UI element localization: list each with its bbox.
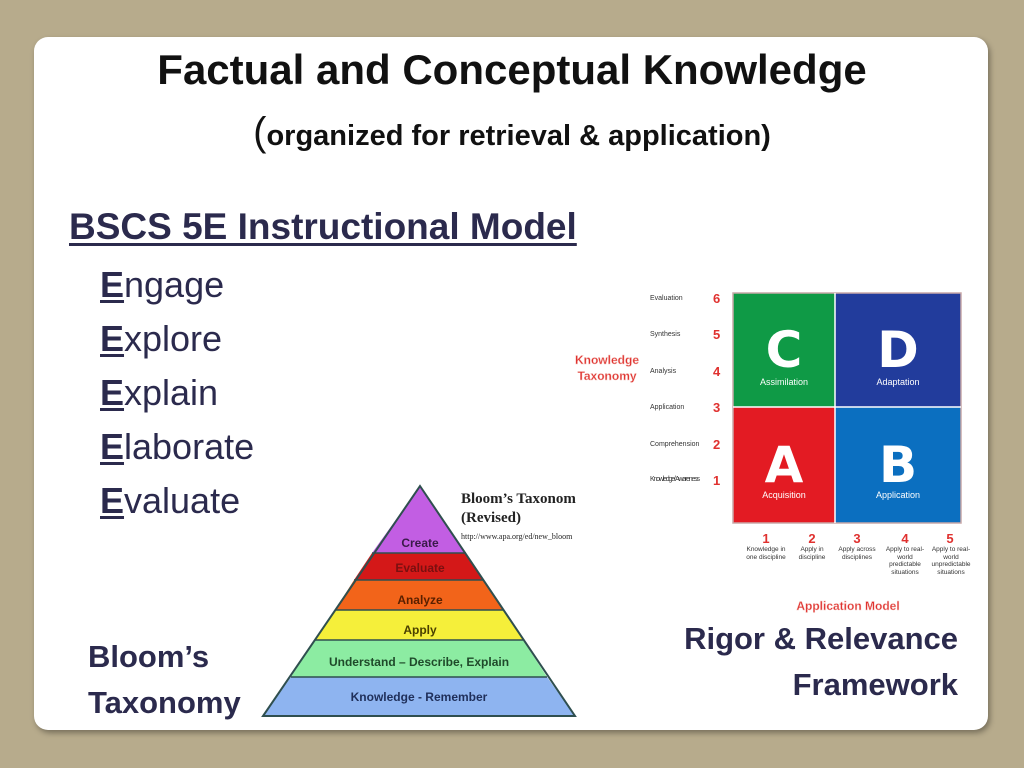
- y-level-name: Comprehension: [650, 441, 700, 448]
- phase-evaluate: Evaluate: [100, 480, 240, 522]
- pyramid-label-apply: Apply: [403, 623, 437, 637]
- bloom-label: Bloom’s Taxonomy: [88, 634, 241, 726]
- pyramid-level-create: [372, 486, 466, 553]
- quadrant-d-letter: D: [877, 321, 919, 379]
- bloom-label-line2: Taxonomy: [88, 685, 241, 720]
- pyramid-level-analyze: [335, 580, 503, 610]
- knowledge-taxonomy-label-line2: Taxonomy: [577, 369, 636, 383]
- pyramid-level-knowledge: [263, 677, 575, 716]
- subtitle-open-paren: (: [253, 110, 267, 154]
- quadrant-a-letter: A: [765, 436, 804, 494]
- pyramid-label-understand: Understand – Describe, Explain: [329, 655, 509, 669]
- pyramid-label-evaluate: Evaluate: [395, 561, 445, 575]
- quadrant-d-name: Adaptation: [876, 377, 919, 387]
- pyramid-level-evaluate: [354, 553, 484, 580]
- phase-rest: laborate: [124, 426, 255, 467]
- phase-rest: xplain: [124, 372, 219, 413]
- quadrant-c-name: Assimilation: [760, 377, 808, 387]
- rigor-relevance-label-line2: Framework: [792, 667, 958, 702]
- quadrant-a: [733, 407, 835, 523]
- quadrant-b: [835, 407, 961, 523]
- pyramid-label-analyze: Analyze: [397, 593, 443, 607]
- bloom-caption-line2: (Revised): [461, 510, 521, 526]
- pyramid-label-knowledge: Knowledge - Remember: [351, 690, 488, 704]
- y-level-name: Evaluation: [650, 295, 683, 302]
- quadrant-b-name: Application: [876, 490, 920, 500]
- x-level-num: 2: [808, 531, 815, 546]
- bloom-pyramid: Create Evaluate Analyze Apply Understand…: [261, 484, 577, 717]
- x-level-desc: Apply in discipline: [799, 546, 826, 561]
- rigor-relevance-diagram: .ql { font-family: "DejaVu Sans", sans-s…: [575, 291, 971, 613]
- pyramid-level-understand: [291, 640, 547, 677]
- y-level-num: 1: [713, 473, 720, 488]
- bscs-heading: BSCS 5E Instructional Model: [69, 206, 577, 247]
- y-level-name: Synthesis: [650, 331, 681, 338]
- bloom-caption-line1: Bloom’s Taxonom: [461, 491, 576, 507]
- y-level-num: 2: [713, 437, 720, 452]
- bloom-label-line1: Bloom’s: [88, 639, 210, 674]
- x-level-num: 1: [762, 531, 769, 546]
- phase-rest: ngage: [124, 264, 225, 305]
- quadrant-border: [732, 292, 962, 524]
- rigor-relevance-label: Rigor & Relevance Framework: [684, 616, 958, 708]
- pyramid-label-create: Create: [401, 536, 439, 550]
- phase-initial: E: [100, 480, 125, 521]
- phase-explain: Explain: [100, 372, 218, 414]
- rigor-relevance-label-line1: Rigor & Relevance: [684, 621, 958, 656]
- x-level-num: 3: [853, 531, 860, 546]
- quadrant-c: [733, 293, 835, 407]
- pyramid-level-apply: [315, 610, 523, 640]
- x-level-desc: Apply to real-world unpredictable situat…: [931, 546, 970, 576]
- x-level-num: 4: [901, 531, 909, 546]
- y-level-num: 3: [713, 400, 720, 415]
- bloom-url: http://www.apa.org/ed/new_bloom: [461, 532, 573, 541]
- application-model-label: Application Model: [796, 599, 899, 613]
- phase-initial: E: [100, 264, 125, 305]
- x-level-desc: Apply across disciplines: [838, 546, 875, 561]
- phase-elaborate: Elaborate: [100, 426, 254, 468]
- x-level-desc: Knowledge in one discipline: [746, 546, 785, 561]
- x-level-num: 5: [946, 531, 953, 546]
- x-level-desc: Apply to real-world predictable situatio…: [886, 546, 924, 576]
- quadrant-d: [835, 293, 961, 407]
- y-level-num: 5: [713, 327, 720, 342]
- phase-initial: E: [100, 318, 125, 359]
- y-level-name: Knowledge/ Awareness: [650, 476, 701, 483]
- phase-engage: Engage: [100, 264, 224, 306]
- quadrant-b-letter: B: [879, 436, 917, 494]
- phase-initial: E: [100, 372, 125, 413]
- y-level-name: Analysis: [650, 368, 677, 375]
- slide-title: Factual and Conceptual Knowledge: [157, 46, 867, 93]
- y-level-num: 4: [713, 364, 721, 379]
- subtitle-text: organized for retrieval & application): [266, 120, 771, 152]
- quadrant-a-name: Acquisition: [762, 490, 806, 500]
- phase-rest: valuate: [124, 480, 241, 521]
- y-level-num: 6: [713, 291, 720, 306]
- quadrant-c-letter: C: [766, 321, 803, 379]
- slide-subtitle: (organized for retrieval & application): [0, 106, 1024, 162]
- bloom-caption: Bloom’s Taxonom (Revised): [461, 490, 576, 528]
- phase-rest: xplore: [124, 318, 223, 359]
- knowledge-taxonomy-label-line1: Knowledge: [575, 353, 639, 367]
- phase-explore: Explore: [100, 318, 222, 360]
- phase-initial: E: [100, 426, 125, 467]
- y-level-name: Application: [650, 404, 684, 411]
- pyramid-outline: [261, 484, 577, 717]
